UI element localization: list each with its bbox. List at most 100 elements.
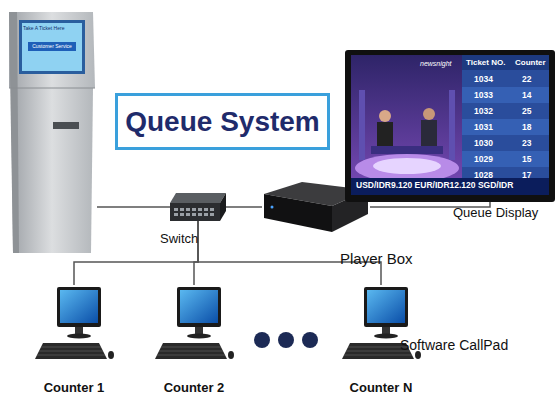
drawing-part [367,290,405,323]
drawing-part [379,110,391,122]
drawing-part [19,20,85,74]
drawing-part [421,120,437,148]
screen-text: 1028 [474,170,493,180]
drawing-part [351,178,549,195]
computer-drawing [33,285,115,365]
drawing-part [192,213,196,216]
drawing-part [57,287,101,327]
drawing-part [157,355,225,356]
drawing-part [177,287,221,327]
drawing-part [374,334,398,339]
drawing-part [22,23,82,71]
drawing-part [204,208,208,211]
drawing-part [271,206,274,209]
screen-text: 14 [522,90,531,100]
drawing-part [157,347,225,355]
ellipsis-dot [254,332,270,348]
drawing-part [174,208,214,216]
drawing-part [210,208,214,211]
drawing-part [174,213,178,216]
screen-text: 25 [522,106,531,116]
screen-text: 22 [522,74,531,84]
title-box: Queue System [115,93,330,150]
node-label: Counter 1 [33,380,115,396]
screen-text: Counter [515,58,546,68]
kiosk-node: Take A Ticket HereCustomer Service [5,10,97,255]
drawing-part [174,208,178,211]
sw-node: Switch [170,193,226,221]
screen-text: 1034 [474,74,493,84]
node-label: Queue Display [453,205,538,221]
drawing-part [220,193,226,221]
drawing-part [204,213,208,216]
node-label: Counter N [340,380,422,396]
drawing-part [462,55,549,178]
callout-label: Software CallPad [400,337,508,354]
drawing-part [170,193,226,203]
drawing-part [462,87,549,103]
screen-text: USD/IDR9.120 EUR/IDR12.120 SGD/IDR [356,180,513,190]
drawing-part [39,351,103,352]
drawing-part [462,55,549,70]
drawing-part [345,50,555,202]
node-label: Take A Ticket Here [23,25,81,31]
drawing-part [348,347,408,348]
screen-text: 23 [522,138,531,148]
drawing-part [198,213,202,216]
drawing-part [186,213,190,216]
drawing-part [228,351,234,359]
drawing-part [9,88,95,89]
drawing-part [359,90,365,160]
drawing-part [108,351,114,359]
drawing-part [170,203,220,221]
screen-text: newsnight [420,60,452,68]
drawing-part [198,208,202,211]
screen-text: 1030 [474,138,493,148]
node-label: Counter 2 [153,380,235,396]
drawing-part [9,12,95,88]
drawing-part [462,119,549,135]
drawing-part [155,343,227,359]
drawing-part [364,287,408,327]
pc-node: Counter 2 [153,285,235,365]
drawing-part [351,55,549,195]
ellipsis-dot [278,332,294,348]
drawing-part [67,334,91,339]
screen-text: 1031 [474,122,493,132]
drawing-part [41,347,101,348]
drawing-part [159,351,223,352]
drawing-part [11,88,93,253]
screen-text: Ticket NO. [466,58,505,68]
drawing-part [161,347,221,348]
drawing-part [449,90,455,160]
drawing-part [186,208,190,211]
drawing-part [373,158,441,174]
drawing-part [60,290,98,323]
node-label: Customer Service [28,42,76,51]
screen-text: 1033 [474,90,493,100]
screen-text: 15 [522,154,531,164]
switch-drawing [170,193,226,221]
drawing-part [187,334,211,339]
network-cable [97,206,170,208]
drawing-part [210,213,214,216]
screen-text: 17 [522,170,531,180]
node-label: Switch [160,231,198,247]
drawing-part [462,87,549,167]
network-cable [226,206,262,208]
screen-text: 1032 [474,106,493,116]
network-cable [74,221,198,285]
drawing-part [9,12,19,253]
drawing-part [180,290,218,323]
drawing-part [35,343,107,359]
screen-text: 1029 [474,154,493,164]
drawing-part [423,108,435,120]
drawing-part [37,347,105,355]
ellipsis-dot [302,332,318,348]
drawing-part [371,146,443,154]
drawing-part [264,194,332,232]
node-label: Player Box [340,250,413,268]
pc-node: Counter 1 [33,285,115,365]
drawing-part [192,208,196,211]
